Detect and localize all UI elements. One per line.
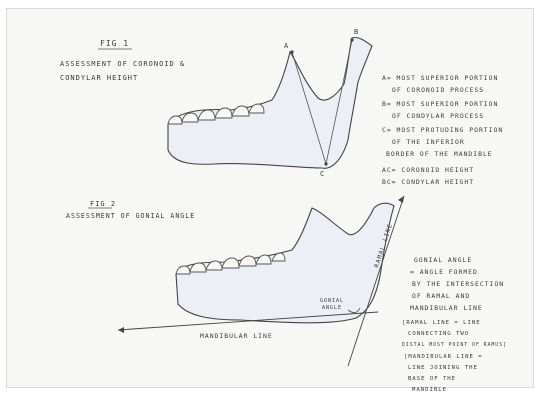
fig1-point-b-dot bbox=[350, 38, 353, 41]
fig2-mandibular-note-line: LINE JOINING THE bbox=[408, 365, 478, 371]
fig2-definition: GONIAL ANGLE = ANGLE FORMED BY THE INTER… bbox=[410, 256, 504, 312]
fig1-title-line1: ASSESSMENT OF CORONOID & bbox=[60, 60, 185, 68]
fig2-mandibular-arrowhead bbox=[118, 327, 124, 333]
fig2-definition-line: GONIAL ANGLE bbox=[414, 256, 472, 264]
fig1-point-a-dot bbox=[290, 50, 293, 53]
fig1-legend-line: BORDER OF THE MANDIBLE bbox=[386, 150, 493, 158]
fig2-mandibular-note: [MANDIBULAR LINE = LINE JOINING THE BASE… bbox=[404, 354, 483, 393]
fig2-mandible-outline bbox=[176, 203, 394, 323]
fig2-mandibular-note-line: [MANDIBULAR LINE = bbox=[404, 354, 483, 360]
fig1-legend-line: BC= CONDYLAR HEIGHT bbox=[382, 178, 474, 186]
fig2-ramal-arrowhead bbox=[398, 196, 404, 203]
fig2-group: FIG 2 ASSESSMENT OF GONIAL ANGLE bbox=[66, 196, 507, 393]
fig2-definition-line: OF RAMAL AND bbox=[412, 292, 470, 300]
fig1-title-line2: CONDYLAR HEIGHT bbox=[60, 74, 138, 82]
fig2-title: ASSESSMENT OF GONIAL ANGLE bbox=[66, 212, 195, 220]
fig1-legend-line: OF CORONOID PROCESS bbox=[392, 86, 484, 94]
fig1-point-c-label: C bbox=[320, 170, 325, 178]
fig1-group: FIG 1 ASSESSMENT OF CORONOID & CONDYLAR … bbox=[60, 28, 503, 186]
fig2-gonial-small-label: GONIAL bbox=[320, 298, 344, 304]
fig2-heading: FIG 2 bbox=[90, 200, 116, 208]
fig1-point-c-dot bbox=[324, 162, 327, 165]
fig2-mandibular-note-line: BASE OF THE bbox=[408, 376, 456, 382]
fig2-definition-line: = ANGLE FORMED bbox=[410, 268, 478, 276]
fig2-definition-line: MANDIBULAR LINE bbox=[410, 304, 483, 312]
fig2-gonial-small-label: ANGLE bbox=[322, 305, 342, 311]
fig1-point-a-label: A bbox=[284, 42, 289, 50]
fig1-legend-line: OF THE INFERIOR bbox=[392, 138, 465, 146]
fig2-mandibular-note-line: MANDIBLE bbox=[412, 387, 447, 393]
fig2-ramal-note-line: [RAMAL LINE = LINE bbox=[402, 320, 481, 326]
fig1-legend-line: C= MOST PROTUDING PORTION bbox=[382, 126, 503, 134]
fig1-mandible-outline bbox=[168, 37, 372, 168]
fig2-ramal-note-line: DISTAL MOST POINT OF RAMUS] bbox=[402, 342, 507, 348]
fig1-point-b-label: B bbox=[354, 28, 359, 36]
fig2-definition-line: BY THE INTERSECTION bbox=[412, 280, 504, 288]
fig1-heading: FIG 1 bbox=[100, 39, 129, 48]
fig1-legend-line: B= MOST SUPERIOR PORTION bbox=[382, 100, 498, 108]
fig1-legend-line: AC= CORONOID HEIGHT bbox=[382, 166, 474, 174]
fig1-legend-line: OF CONDYLAR PROCESS bbox=[392, 112, 484, 120]
fig1-legend: A= MOST SUPERIOR PORTION OF CORONOID PRO… bbox=[382, 74, 503, 186]
fig2-ramal-note: [RAMAL LINE = LINE CONNECTING TWO DISTAL… bbox=[402, 320, 507, 348]
fig1-legend-line: A= MOST SUPERIOR PORTION bbox=[382, 74, 498, 82]
fig2-ramal-note-line: CONNECTING TWO bbox=[408, 331, 469, 337]
fig2-mandibular-line-label: MANDIBULAR LINE bbox=[200, 332, 273, 340]
